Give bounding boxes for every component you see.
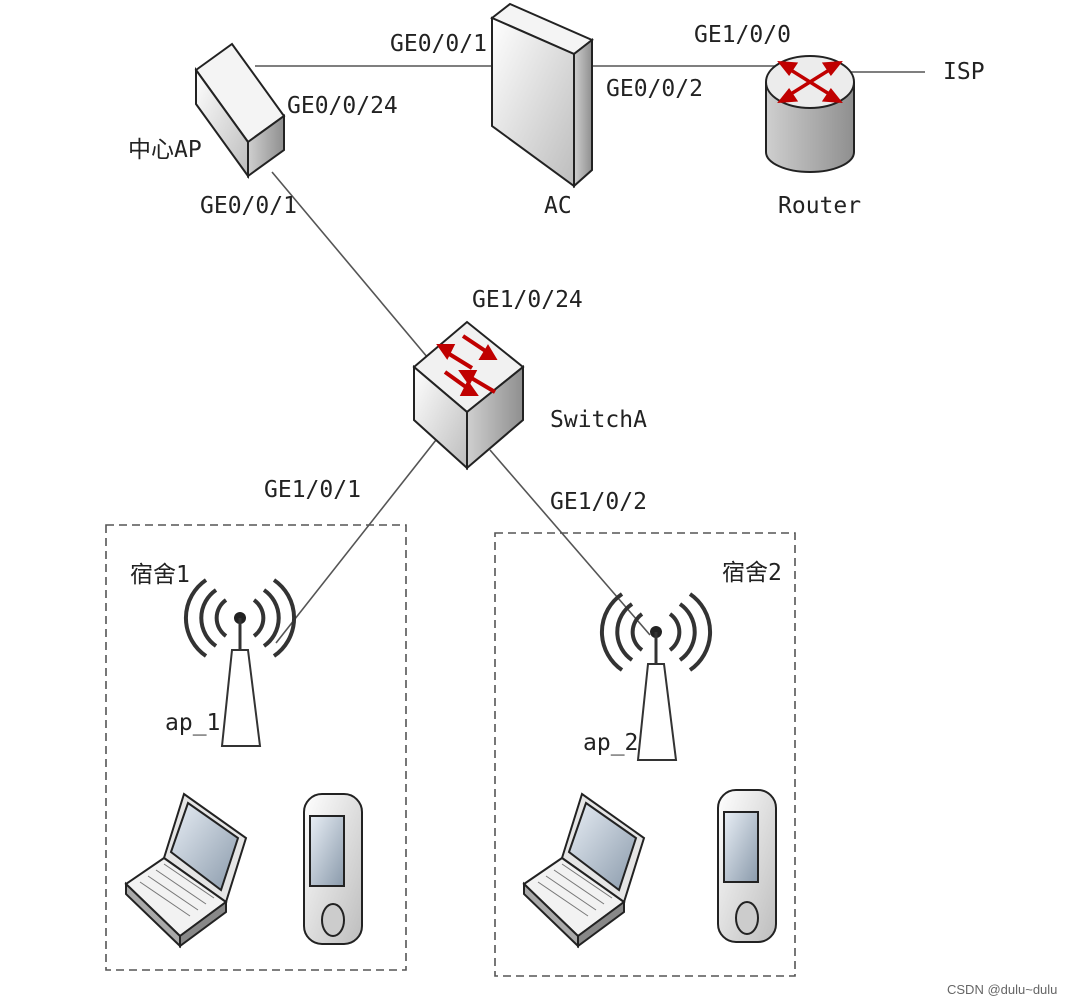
router-label: Router xyxy=(778,193,861,219)
watermark: CSDN @dulu~dulu xyxy=(947,982,1057,997)
ac-label: AC xyxy=(544,193,572,219)
center-ap-icon xyxy=(194,42,286,180)
switch-port2-label: GE1/0/2 xyxy=(550,489,647,515)
ac-port-center-label: GE0/0/1 xyxy=(390,31,487,57)
ap1-label: ap_1 xyxy=(165,710,220,736)
router-icon xyxy=(765,55,855,173)
links xyxy=(255,65,925,644)
router-port-label: GE1/0/0 xyxy=(694,22,791,48)
isp-label: ISP xyxy=(943,59,985,85)
link-switch-ap2 xyxy=(489,449,651,636)
dorm1-box xyxy=(105,524,407,971)
switch-icon xyxy=(412,320,525,471)
center-ap-port-switch-label: GE0/0/1 xyxy=(200,193,297,219)
ap2-label: ap_2 xyxy=(583,730,638,756)
dorm2-label: 宿舍2 xyxy=(722,560,782,586)
dorm2-box xyxy=(494,532,796,977)
phone-icon-dorm1 xyxy=(303,793,363,945)
ap1-antenna-icon xyxy=(183,578,297,747)
switch-label: SwitchA xyxy=(550,407,647,433)
dorm1-label: 宿舍1 xyxy=(130,562,190,588)
link-switch-ap1 xyxy=(275,439,437,644)
laptop-icon-dorm1 xyxy=(124,792,248,949)
link-centerap-switch xyxy=(271,171,429,359)
center-ap-label: 中心AP xyxy=(128,137,202,163)
phone-icon-dorm2 xyxy=(717,789,777,943)
center-ap-port-ac-label: GE0/0/24 xyxy=(287,93,398,119)
switch-uplink-port-label: GE1/0/24 xyxy=(472,287,583,313)
ac-port-router-label: GE0/0/2 xyxy=(606,76,703,102)
laptop-icon-dorm2 xyxy=(522,792,646,949)
switch-port1-label: GE1/0/1 xyxy=(264,477,361,503)
ap2-antenna-icon xyxy=(599,592,713,761)
ac-icon xyxy=(490,2,594,189)
